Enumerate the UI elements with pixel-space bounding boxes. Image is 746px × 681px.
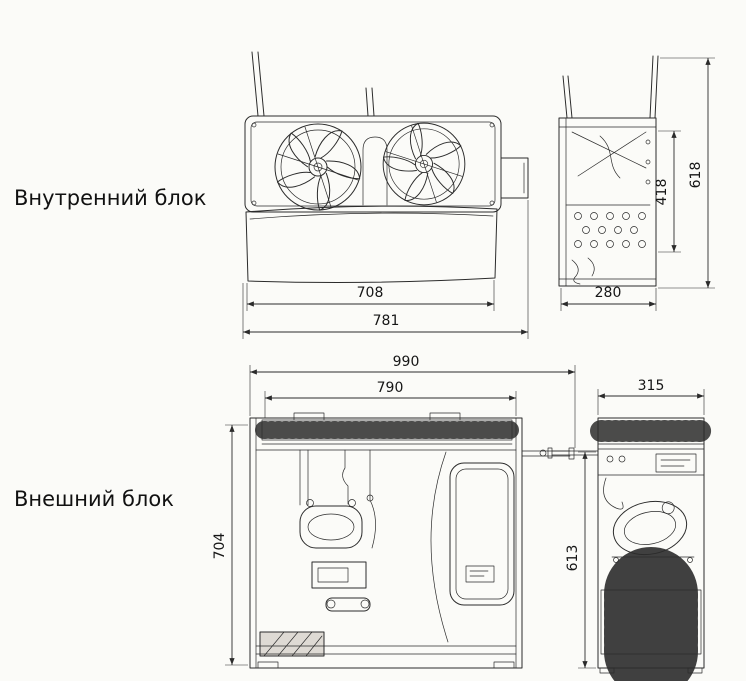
dim-label-708: 708	[357, 285, 384, 301]
external-unit-side-view	[547, 417, 712, 681]
internal-side-shroud	[571, 131, 651, 185]
internal-side-pipes	[562, 55, 659, 119]
external-front-pipework	[299, 449, 376, 549]
dim-label-704: 704	[212, 533, 228, 560]
external-side-louvers	[600, 547, 702, 681]
external-side-pipes	[603, 477, 624, 510]
external-unit-label: Внешний блок	[14, 487, 174, 511]
fan-left-struts	[277, 126, 359, 208]
dim-internal-front-width-inner: 708	[246, 280, 495, 311]
dim-label-315: 315	[638, 378, 665, 394]
compressor-front	[299, 499, 363, 549]
fan-divider	[362, 136, 388, 206]
internal-unit-label: Внутренний блок	[14, 186, 206, 210]
condenser-fin-strip	[255, 412, 519, 445]
fan-right-blades	[382, 122, 462, 202]
internal-unit-front-view	[244, 51, 529, 283]
internal-fan-right	[382, 122, 466, 206]
internal-front-right-duct	[500, 157, 529, 199]
junction-box-front	[311, 561, 367, 589]
dim-internal-side-height-overall: 618	[658, 57, 715, 289]
panel-curve	[430, 451, 449, 643]
internal-fan-left	[274, 123, 362, 212]
dim-internal-side-height-inner: 418	[654, 130, 681, 253]
dim-label-613: 613	[565, 545, 581, 572]
external-side-pipe-stub	[547, 447, 599, 459]
base-rails-front	[255, 645, 517, 669]
dim-internal-side-depth: 280	[560, 285, 657, 311]
dim-label-790: 790	[377, 380, 404, 396]
dim-internal-front-width-overall: 781	[242, 200, 529, 339]
internal-side-coil	[565, 204, 651, 285]
external-side-grill	[590, 420, 712, 450]
side-service-panel	[449, 462, 515, 606]
dim-label-781: 781	[373, 313, 400, 329]
base-hatched-box	[259, 631, 325, 657]
receiver-front	[325, 597, 371, 612]
dim-label-280: 280	[595, 285, 622, 301]
fan-right-struts	[385, 125, 463, 203]
dim-label-990: 990	[393, 354, 420, 370]
external-unit-front-view	[249, 412, 575, 669]
dim-external-front-height: 704	[212, 424, 248, 666]
dim-external-front-width-overall: 990	[249, 354, 576, 448]
internal-front-pipes	[251, 51, 375, 117]
dim-label-418: 418	[654, 179, 670, 206]
dim-external-side-height: 613	[565, 451, 596, 669]
dim-external-side-depth: 315	[597, 378, 705, 415]
external-side-electrical-box	[597, 453, 705, 476]
dim-external-front-width-inner: 790	[264, 380, 517, 418]
internal-front-lower-body	[245, 205, 498, 283]
dim-label-618: 618	[688, 162, 704, 189]
external-side-feet	[599, 667, 703, 674]
housing-screws	[251, 122, 495, 206]
internal-unit-side-view	[558, 55, 659, 287]
